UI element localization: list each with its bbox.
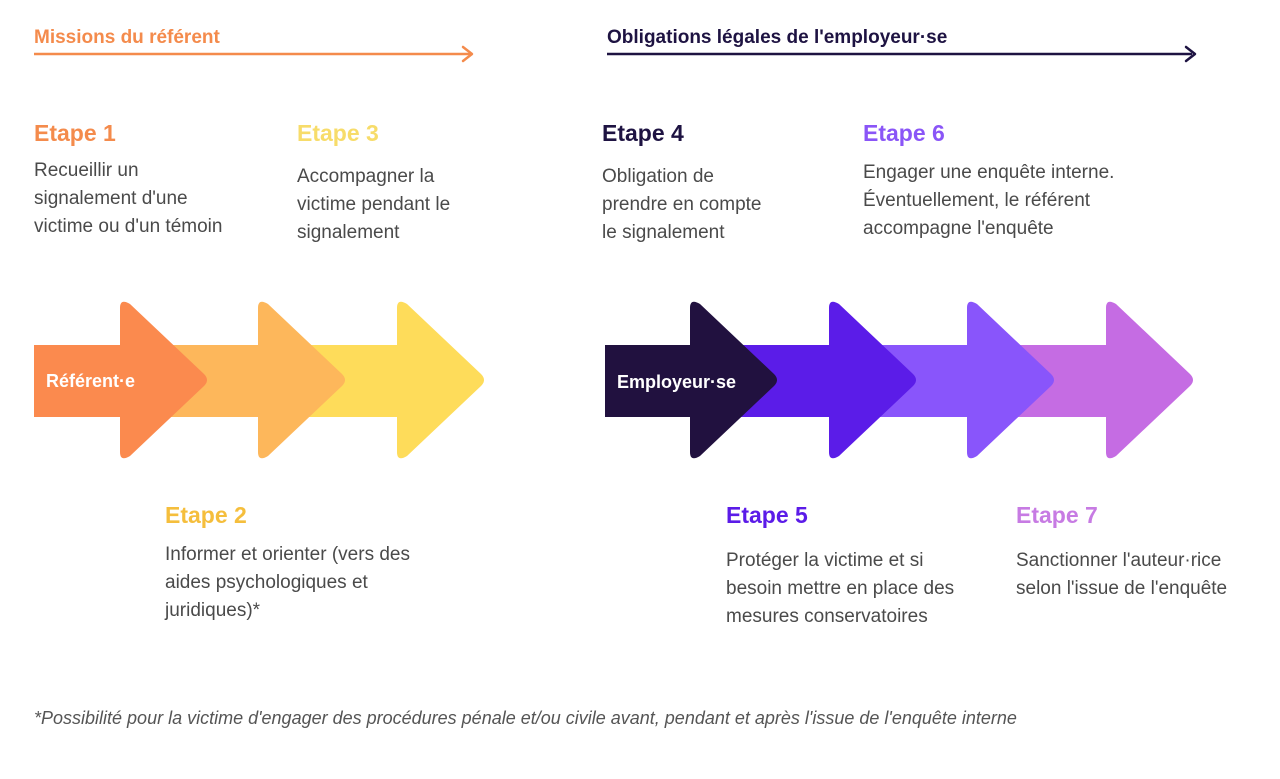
- step-6-title: Etape 6: [863, 120, 945, 146]
- step-3: Etape 3 Accompagner la victime pendant l…: [297, 120, 450, 247]
- arrow-group-referent: [34, 301, 484, 459]
- step-1: Etape 1 Recueillir un signalement d'une …: [34, 120, 222, 241]
- referent-chevron-3: [308, 301, 484, 459]
- footnote: *Possibilité pour la victime d'engager d…: [34, 708, 1017, 728]
- arrow-label-employeur: Employeur·se: [617, 372, 736, 392]
- referent-chevron-1: [34, 301, 207, 459]
- step-2-title: Etape 2: [165, 502, 247, 528]
- section-title-employeur: Obligations légales de l'employeur·se: [607, 27, 948, 48]
- step-1-text: Recueillir un signalement d'une victime …: [34, 160, 223, 237]
- step-5-text: Protéger la victime et si besoin mettre …: [726, 550, 955, 627]
- arrow-group-employeur: [605, 301, 1193, 459]
- step-5-title: Etape 5: [726, 502, 808, 528]
- step-1-title: Etape 1: [34, 120, 116, 146]
- step-3-text: Accompagner la victime pendant le signal…: [297, 166, 451, 243]
- section-line-employeur: [607, 45, 1197, 63]
- step-6: Etape 6 Engager une enquête interne. Éve…: [863, 120, 1114, 243]
- employeur-chevron-4: [1017, 301, 1193, 459]
- employeur-chevron-3: [879, 301, 1054, 459]
- employeur-chevron-1: [605, 301, 777, 459]
- step-4-text: Obligation de prendre en compte le signa…: [602, 166, 762, 243]
- section-line-referent: [34, 45, 474, 63]
- step-5: Etape 5 Protéger la victime et si besoin…: [726, 502, 954, 631]
- step-7: Etape 7 Sanctionner l'auteur·rice selon …: [1016, 502, 1227, 603]
- arrow-label-referent: Référent·e: [46, 371, 135, 391]
- referent-chevron-2: [170, 301, 345, 459]
- step-4-title: Etape 4: [602, 120, 684, 146]
- step-6-text: Engager une enquête interne. Éventuellem…: [863, 162, 1115, 239]
- step-4: Etape 4 Obligation de prendre en compte …: [602, 120, 762, 247]
- step-2: Etape 2 Informer et orienter (vers des a…: [165, 502, 410, 625]
- step-2-text: Informer et orienter (vers des aides psy…: [165, 544, 410, 621]
- section-title-referent: Missions du référent: [34, 27, 220, 48]
- step-3-title: Etape 3: [297, 120, 379, 146]
- step-7-text: Sanctionner l'auteur·rice selon l'issue …: [1016, 550, 1228, 599]
- section-lines: [34, 45, 1197, 63]
- employeur-chevron-2: [740, 301, 916, 459]
- step-7-title: Etape 7: [1016, 502, 1098, 528]
